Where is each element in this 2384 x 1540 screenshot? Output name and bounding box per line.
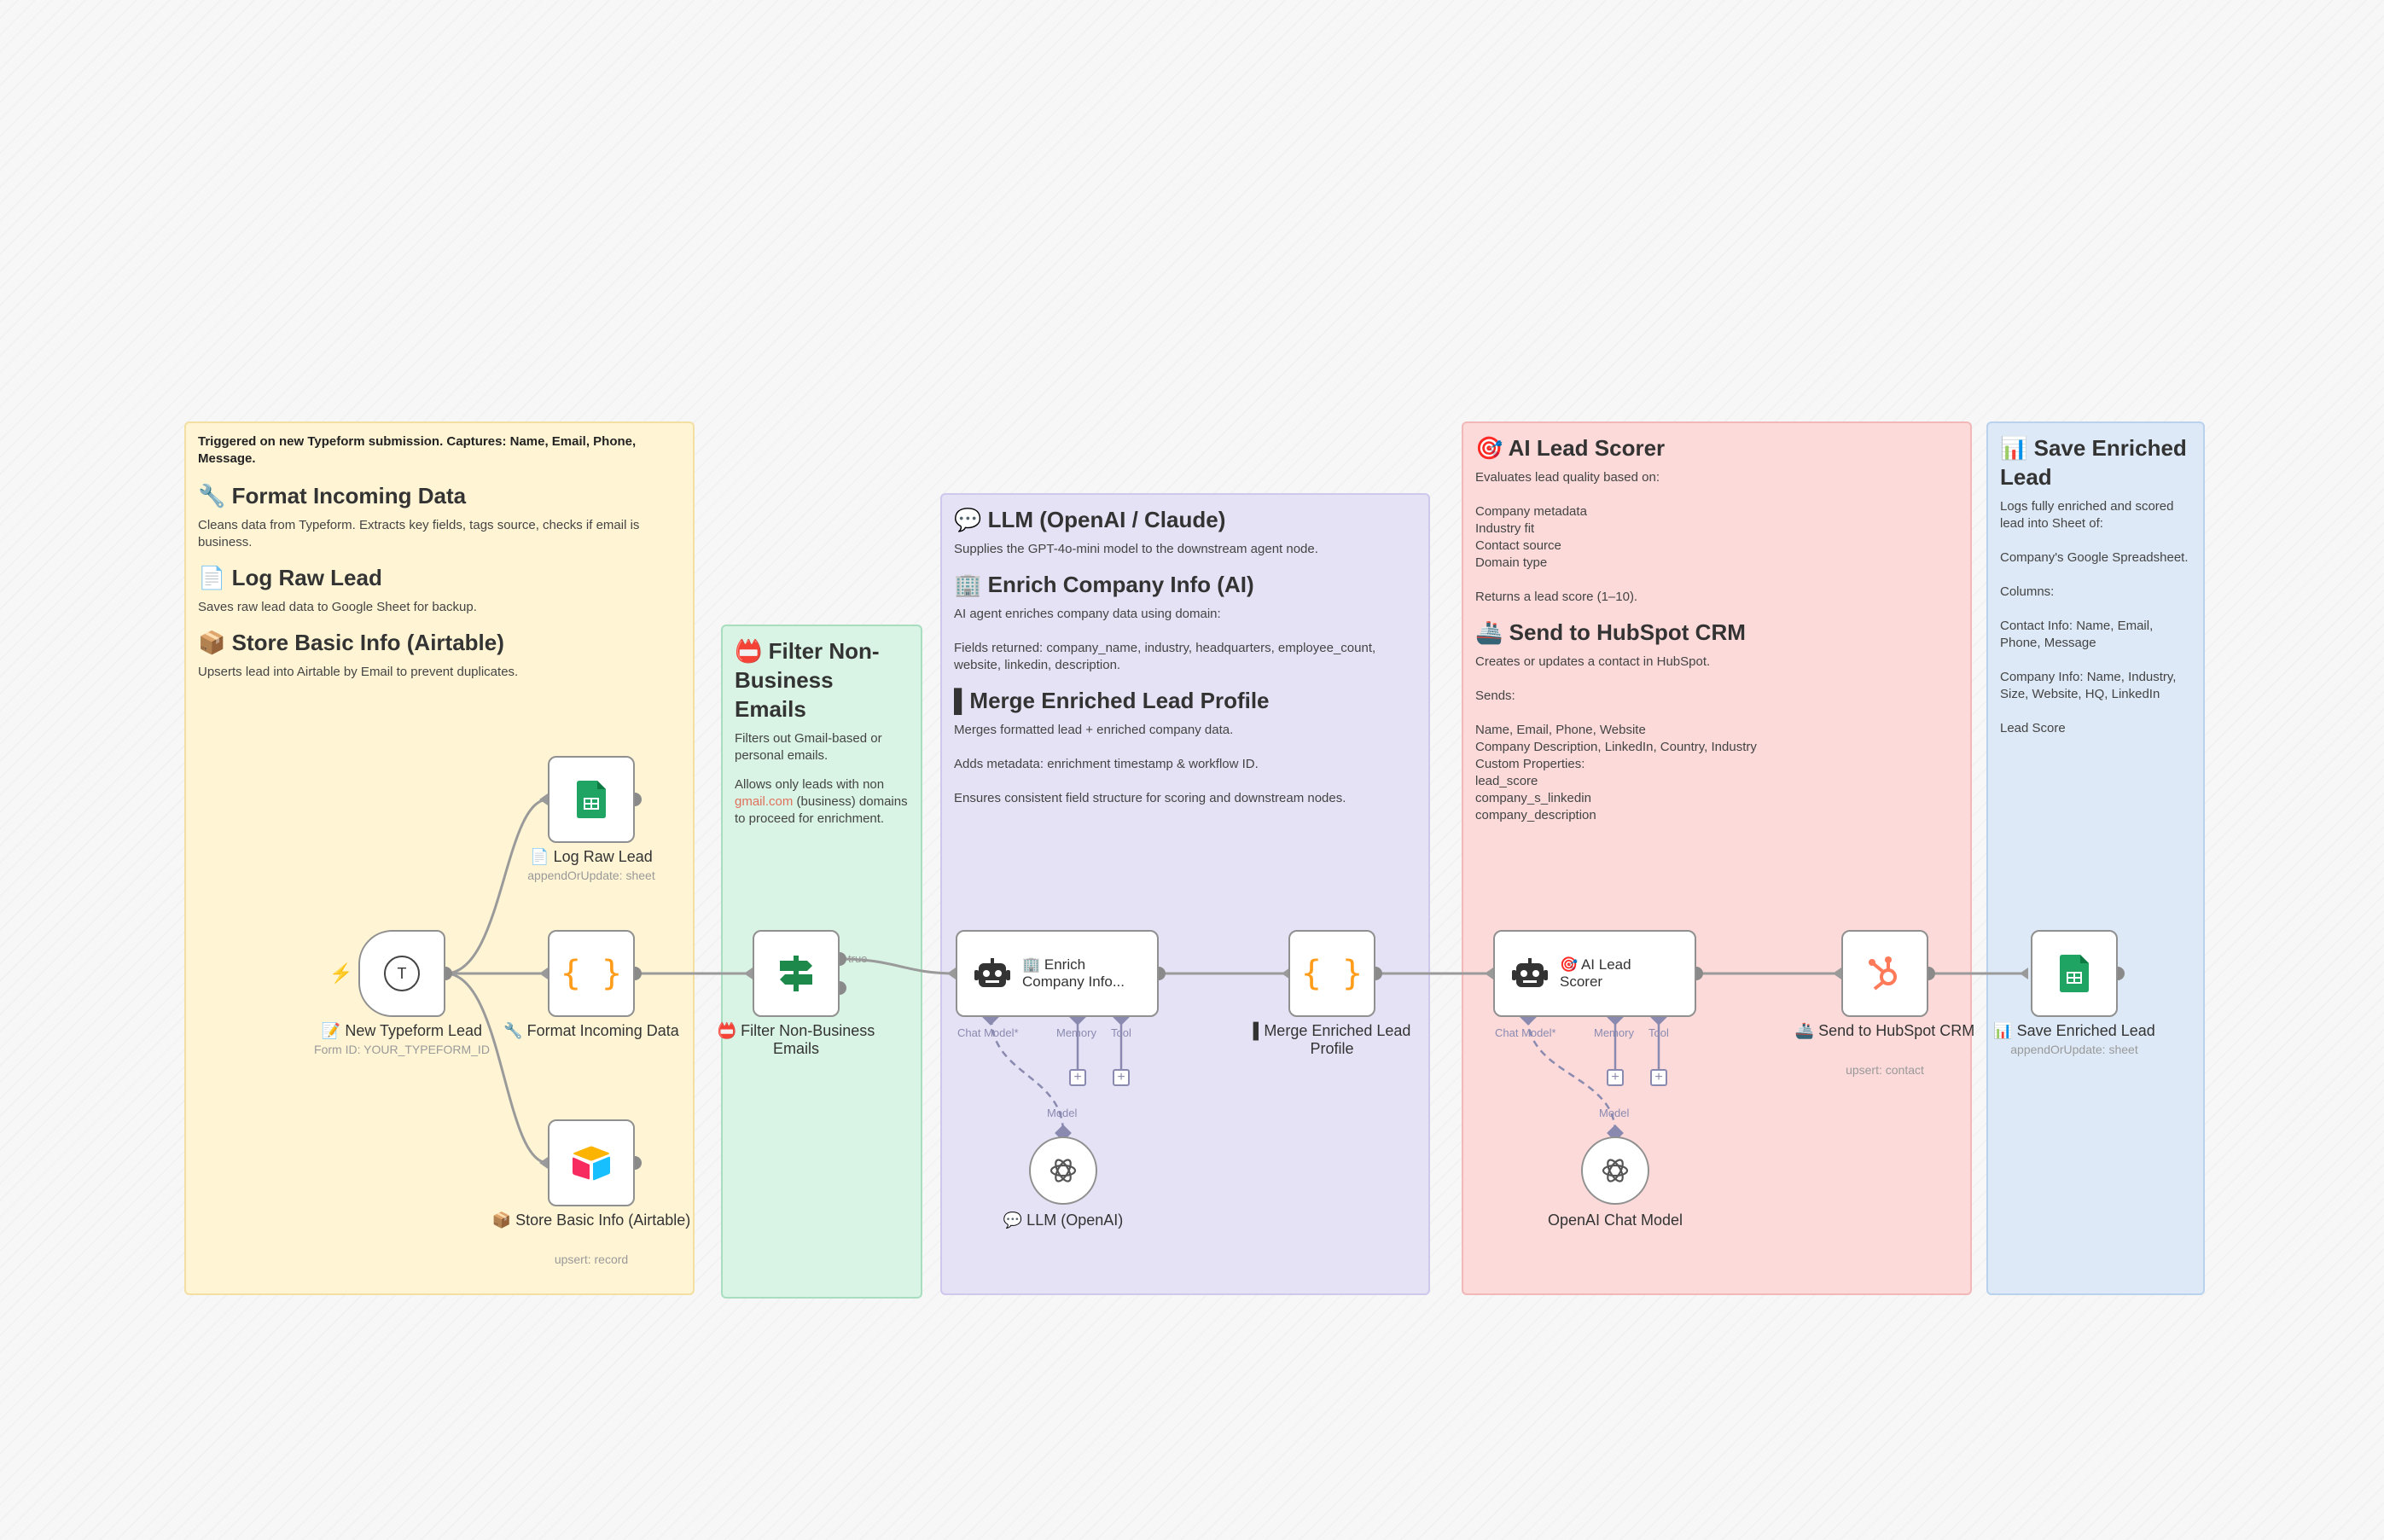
wire-typeform-lograw[interactable]: [445, 798, 549, 975]
note-enrich-body: AI agent enriches company data using dom…: [954, 607, 1376, 672]
port-label-scorer-chat-model: Chat Model*: [1495, 1026, 1556, 1039]
node-label-llm: 💬 LLM (OpenAI): [1003, 1212, 1124, 1229]
note-trigger-text: Triggered on new Typeform submission. Ca…: [198, 434, 637, 466]
node-label-airtable: 📦 Store Basic Info (Airtable): [491, 1212, 691, 1229]
node-label-save: 📊 Save Enriched Lead: [1993, 1022, 2155, 1039]
node-label-typeform: 📝 New Typeform Lead: [321, 1022, 483, 1039]
agent-title-enrich: 🏢 Enrich Company Info...: [1022, 956, 1125, 990]
wire-typeform-airtable[interactable]: [445, 972, 549, 1165]
node-save-enriched-lead[interactable]: [2031, 930, 2118, 1017]
note-airtable-body: Upserts lead into Airtable by Email to p…: [198, 665, 519, 679]
note-filter-link[interactable]: gmail.com: [735, 794, 794, 809]
node-send-to-hubspot-crm[interactable]: [1841, 930, 1928, 1017]
note-enrich-title: 🏢 Enrich Company Info (AI): [954, 572, 1254, 597]
wire-filter-enrich[interactable]: [839, 957, 957, 975]
node-label-filter: 📛 Filter Non-Business Emails: [717, 1022, 875, 1057]
wire-llm-enrich-model[interactable]: [990, 1017, 1065, 1134]
node-sub-lograw: appendOrUpdate: sheet: [527, 869, 655, 882]
hubspot-icon: [1869, 956, 1897, 991]
signpost-icon: [780, 956, 812, 991]
note-llm-body: Supplies the GPT-4o-mini model to the do…: [954, 542, 1318, 556]
note-filter-title: 📛 Filter Non-Business Emails: [735, 638, 880, 722]
note-filter-body1: Filters out Gmail-based or personal emai…: [735, 731, 882, 763]
node-filter-non-business-emails[interactable]: [753, 930, 840, 1017]
port-label-enrich-chat-model: Chat Model*: [957, 1026, 1019, 1039]
code-braces-icon: { }: [560, 954, 623, 993]
node-label-lograw: 📄 Log Raw Lead: [530, 848, 653, 865]
add-tool-button-scorer[interactable]: +: [1650, 1069, 1667, 1086]
add-memory-button-scorer[interactable]: +: [1607, 1069, 1624, 1086]
agent-title-scorer: 🎯 AI Lead Scorer: [1560, 956, 1631, 990]
google-sheets-icon: [577, 781, 606, 818]
port-label-scorer-memory: Memory: [1594, 1026, 1634, 1039]
note-save-title: 📊 Save Enriched Lead: [2000, 435, 2187, 490]
node-llm-openai[interactable]: [1029, 1136, 1097, 1205]
openai-icon: [1602, 1159, 1629, 1183]
sticky-note-save[interactable]: 📊 Save Enriched Lead Logs fully enriched…: [1986, 421, 2205, 1295]
note-save-body: Logs fully enriched and scored lead into…: [2000, 499, 2189, 735]
port-label-llm-model: Model: [1047, 1107, 1078, 1119]
node-log-raw-lead[interactable]: [548, 756, 635, 843]
google-sheets-icon: [2060, 955, 2089, 992]
airtable-icon: [573, 1146, 610, 1181]
sticky-note-scoring[interactable]: 🎯 AI Lead Scorer Evaluates lead quality …: [1462, 421, 1972, 1295]
note-format-title: 🔧 Format Incoming Data: [198, 483, 467, 508]
note-format-body: Cleans data from Typeform. Extracts key …: [198, 518, 640, 549]
node-label-format: 🔧 Format Incoming Data: [503, 1022, 679, 1039]
sticky-note-intake[interactable]: Triggered on new Typeform submission. Ca…: [184, 421, 695, 1295]
node-enrich-company-info[interactable]: 🏢 Enrich Company Info...: [956, 930, 1159, 1017]
node-ai-lead-scorer[interactable]: 🎯 AI Lead Scorer: [1493, 930, 1696, 1017]
add-tool-button-enrich[interactable]: +: [1113, 1069, 1130, 1086]
node-openai-chat-model[interactable]: [1581, 1136, 1649, 1205]
note-hubspot-title: 🚢 Send to HubSpot CRM: [1475, 619, 1746, 645]
node-merge-enriched-lead-profile[interactable]: { }: [1288, 930, 1375, 1017]
note-scorer-title: 🎯 AI Lead Scorer: [1475, 435, 1666, 461]
port-label-openai-model: Model: [1599, 1107, 1630, 1119]
node-format-incoming-data[interactable]: { }: [548, 930, 635, 1017]
note-lograw-body: Saves raw lead data to Google Sheet for …: [198, 600, 477, 614]
add-memory-button-enrich[interactable]: +: [1069, 1069, 1086, 1086]
code-braces-icon: { }: [1300, 954, 1364, 993]
node-label-merge: ▌Merge Enriched Lead Profile: [1253, 1022, 1411, 1057]
node-new-typeform-lead[interactable]: T: [358, 930, 445, 1017]
note-llm-title: 💬 LLM (OpenAI / Claude): [954, 507, 1226, 532]
node-sub-save: appendOrUpdate: sheet: [2010, 1043, 2138, 1056]
node-label-openai: OpenAI Chat Model: [1547, 1212, 1683, 1229]
node-sub-typeform: Form ID: YOUR_TYPEFORM_ID: [314, 1043, 490, 1056]
note-hubspot-body: Creates or updates a contact in HubSpot.…: [1475, 654, 1757, 822]
port-label-enrich-tool: Tool: [1111, 1026, 1131, 1039]
robot-icon: [1512, 958, 1548, 987]
note-filter-body2: Allows only leads with non gmail.com (bu…: [735, 777, 908, 826]
note-merge-body: Merges formatted lead + enriched company…: [954, 723, 1346, 805]
note-merge-title: ▌Merge Enriched Lead Profile: [954, 688, 1270, 713]
node-label-hubspot: 🚢 Send to HubSpot CRM: [1794, 1022, 1975, 1039]
note-airtable-title: 📦 Store Basic Info (Airtable): [198, 630, 504, 655]
filter-true-label: true: [848, 952, 868, 965]
typeform-icon: T: [384, 956, 420, 991]
port-label-enrich-memory: Memory: [1056, 1026, 1096, 1039]
trigger-bolt-icon: ⚡: [329, 962, 353, 984]
port-label-scorer-tool: Tool: [1648, 1026, 1669, 1039]
note-lograw-title: 📄 Log Raw Lead: [198, 565, 382, 590]
node-sub-airtable: upsert: record: [554, 1252, 629, 1266]
node-store-basic-info-airtable[interactable]: [548, 1119, 635, 1206]
openai-icon: [1050, 1159, 1077, 1183]
wire-openai-scorer-model[interactable]: [1526, 1017, 1617, 1134]
note-scorer-body: Evaluates lead quality based on: Company…: [1475, 470, 1660, 604]
sticky-note-enrichment[interactable]: 💬 LLM (OpenAI / Claude) Supplies the GPT…: [940, 493, 1430, 1295]
robot-icon: [974, 958, 1010, 987]
node-sub-hubspot: upsert: contact: [1846, 1063, 1924, 1077]
